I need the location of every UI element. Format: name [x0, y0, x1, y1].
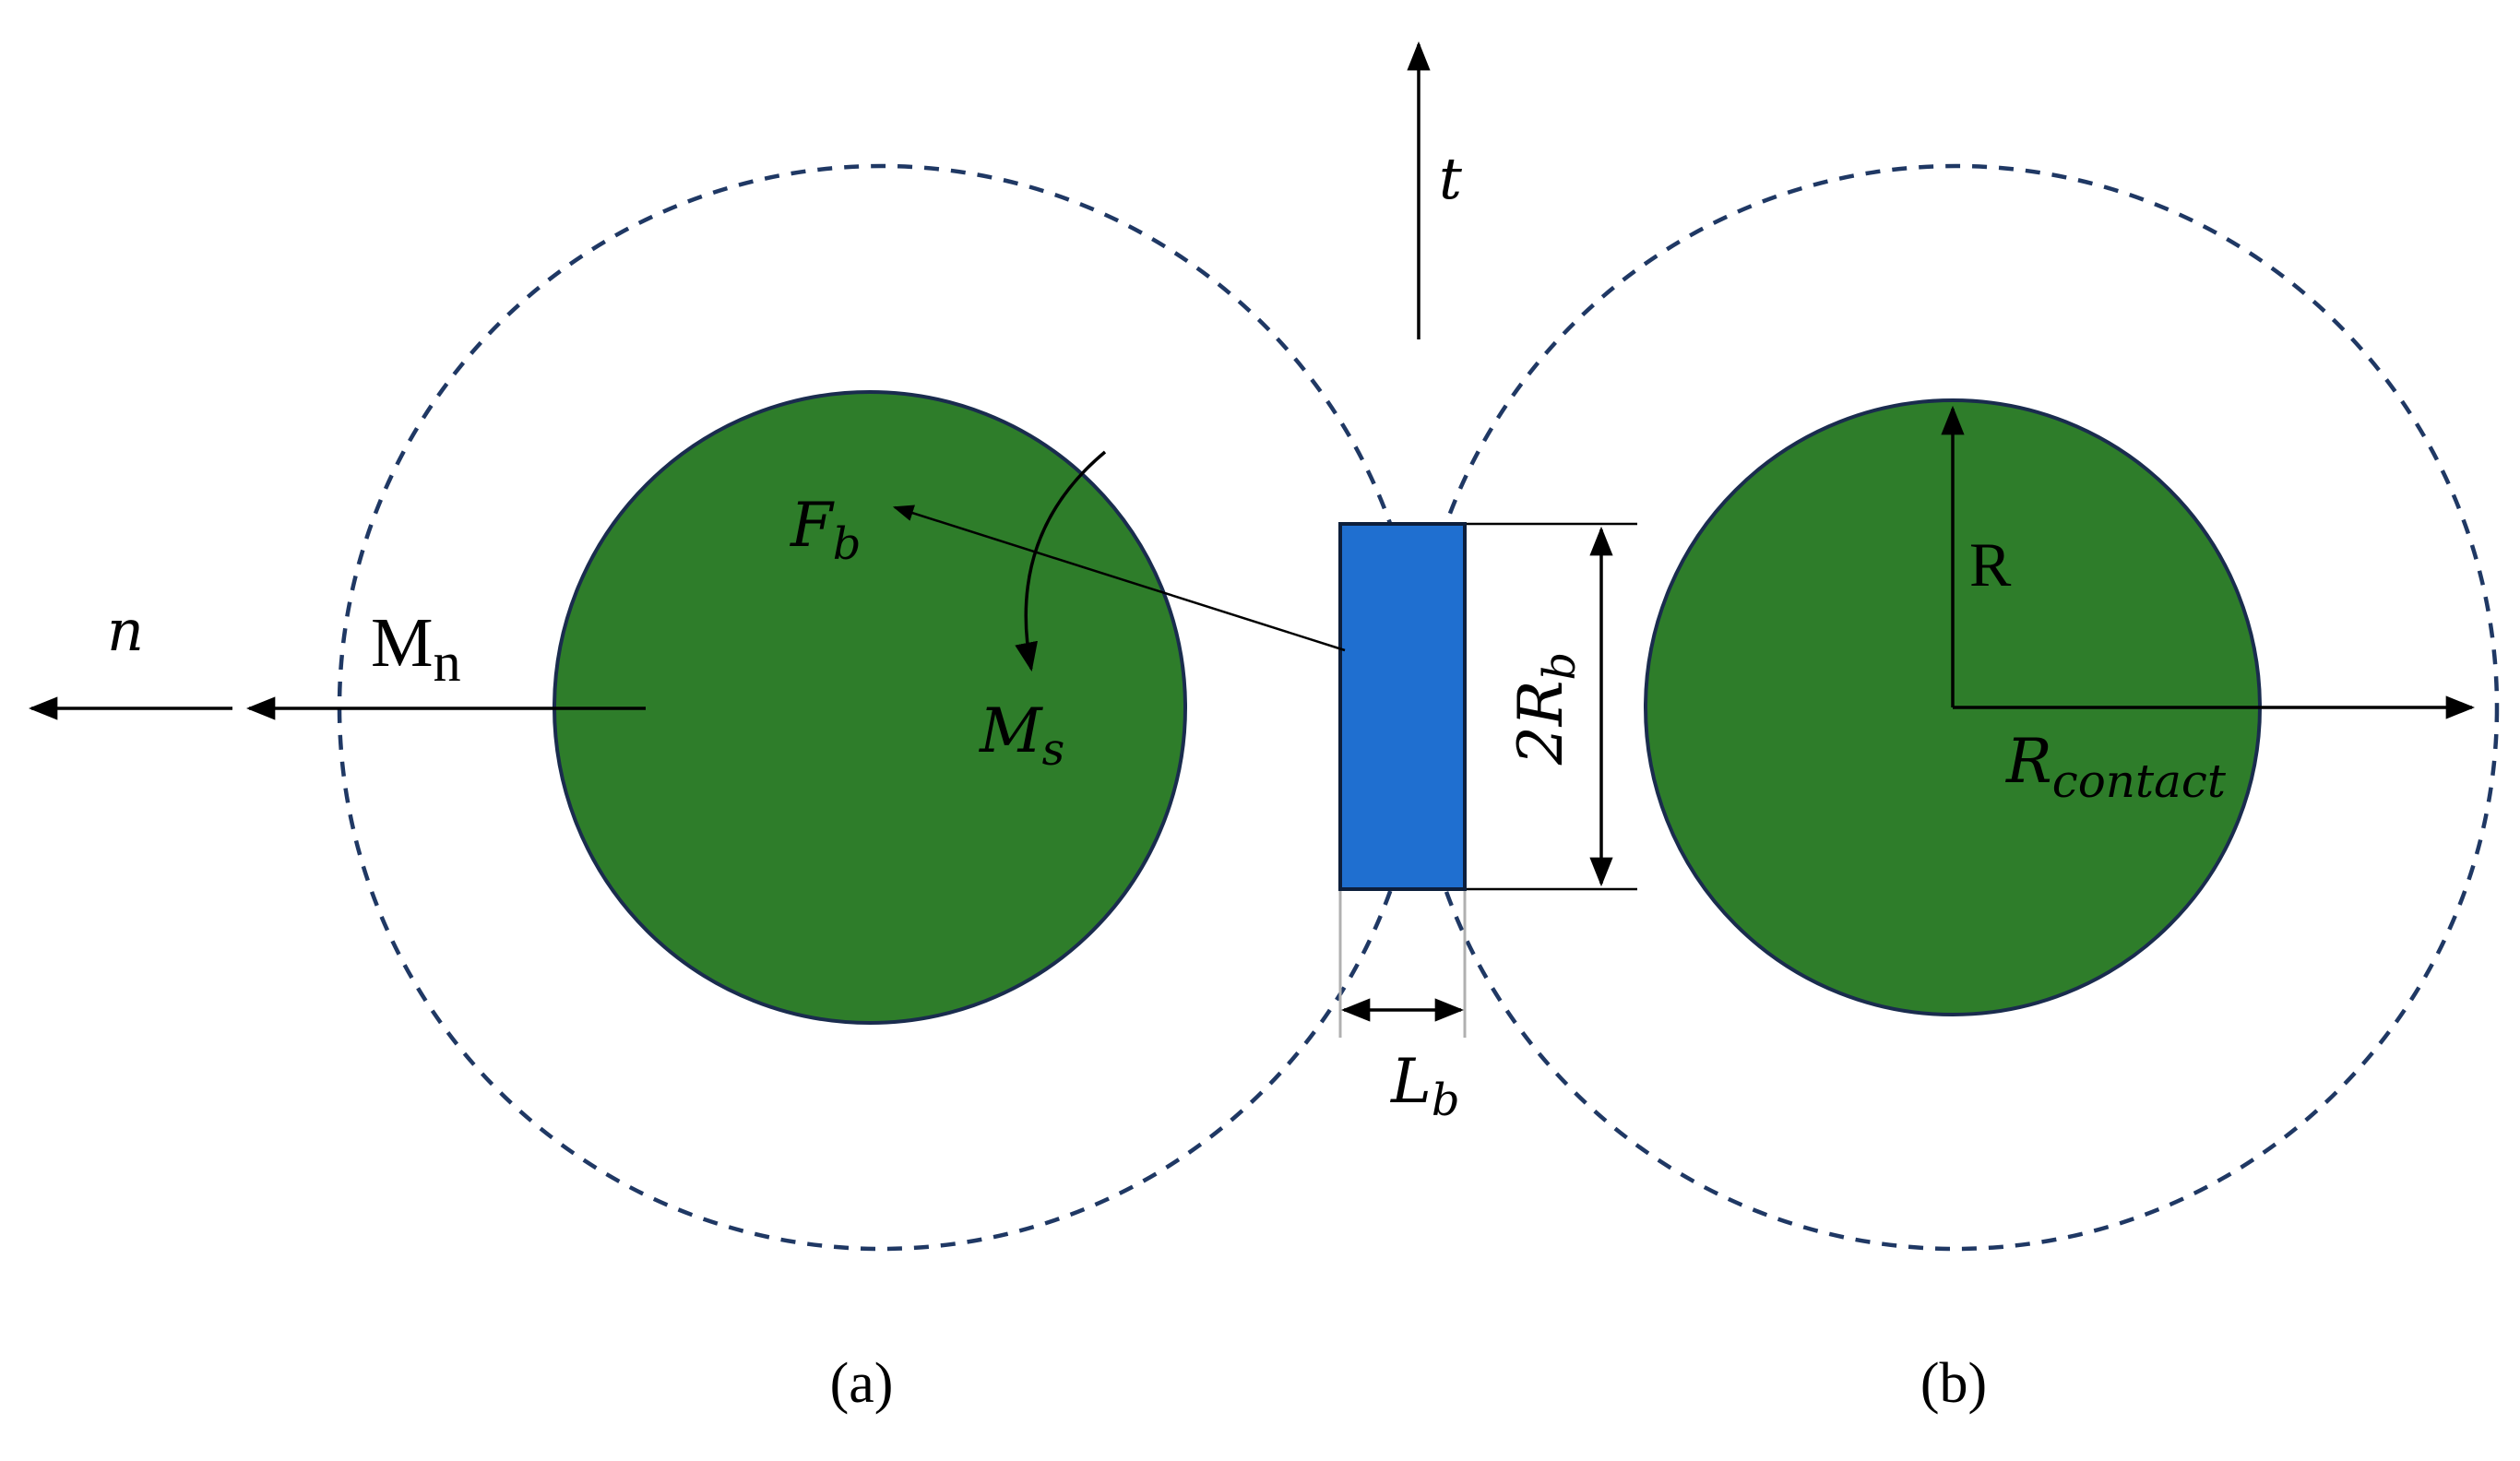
shear-moment-label-sub: s [1042, 724, 1065, 776]
bond-diameter-label: 2Rb [1505, 652, 1586, 766]
bond-force-arrow [892, 505, 1346, 652]
bond-length-label-main: L [1390, 1046, 1432, 1117]
normal-moment-label-sub: n [434, 632, 461, 693]
panel-a-caption: (a) [830, 1352, 894, 1415]
panel-b-caption: (b) [1920, 1352, 1987, 1415]
shear-moment-label-main: M [979, 695, 1043, 766]
bond-length-label: Lb [1390, 1046, 1460, 1126]
bond-diameter-label-sub: b [1534, 652, 1586, 681]
particle-left [553, 390, 1187, 1025]
contact-zone-right-dashed-circle [1411, 163, 2500, 1252]
n-axis-label: n [107, 597, 144, 664]
bond-length-label-sub: b [1432, 1075, 1460, 1126]
radius-label: R [1969, 529, 2012, 600]
bond-force-label-sub: b [833, 518, 862, 570]
normal-moment-label: Mn [371, 604, 461, 693]
contact-radius-label: Rcontact [2005, 726, 2227, 808]
bond-force-label: Fb [790, 490, 862, 570]
parallel-bond [1338, 522, 1467, 891]
contact-radius-label-main: R [2005, 726, 2052, 797]
t-axis-label: t [1439, 145, 1462, 212]
shear-moment-curved-arrow [1015, 450, 1107, 672]
bond-diameter-label-main: 2R [1505, 681, 1576, 766]
contact-radius-label-sub: contact [2052, 754, 2227, 808]
shear-moment-label: Ms [979, 695, 1064, 776]
normal-moment-label-main: M [371, 604, 434, 682]
bond-force-label-main: F [790, 490, 835, 561]
